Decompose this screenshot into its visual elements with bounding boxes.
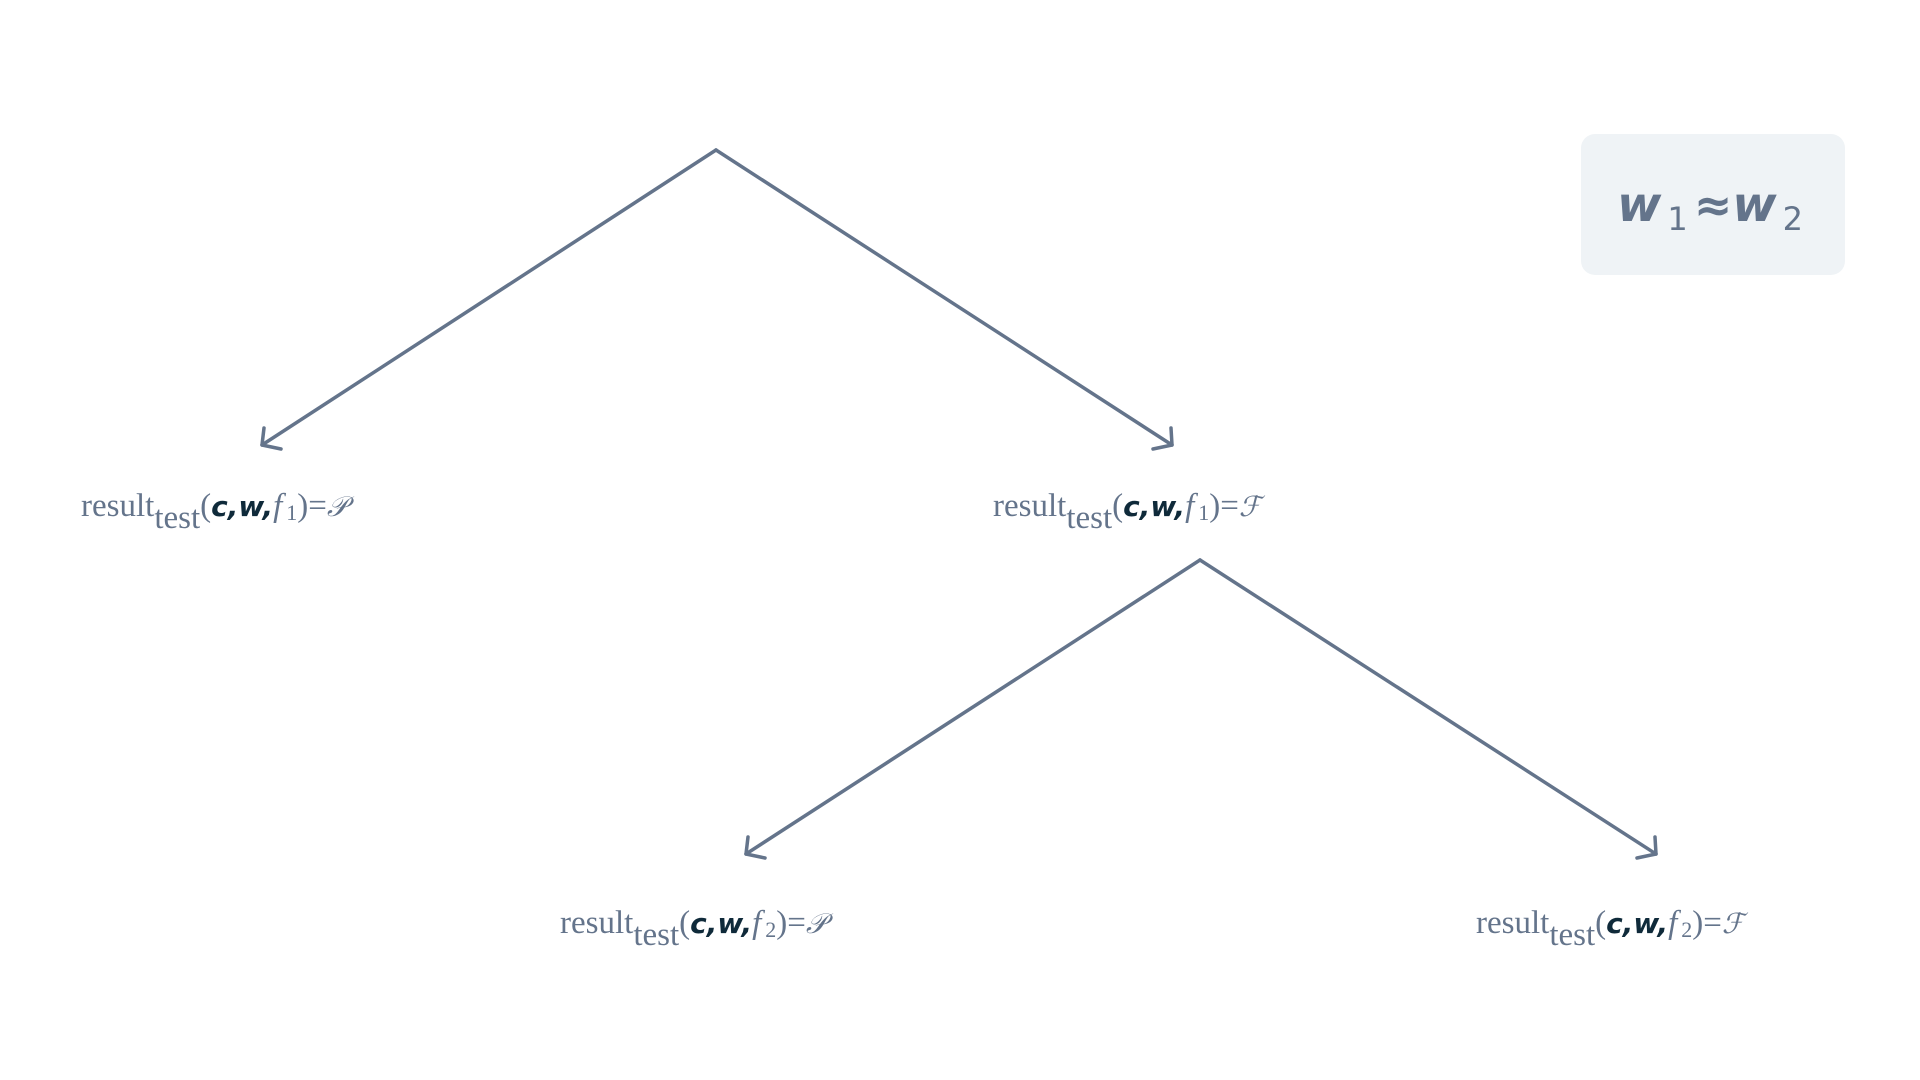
var-f: f (1668, 905, 1678, 941)
var-w: w (717, 907, 742, 940)
var-w: w (1150, 490, 1175, 523)
var-f: f (273, 488, 283, 524)
arrowhead-sub-left (744, 835, 767, 860)
condition-rhs: w (1732, 176, 1777, 233)
equals: = (1220, 488, 1239, 524)
function-name: result (1476, 905, 1550, 941)
f-index: 2 (765, 917, 777, 942)
f-index: 2 (1681, 917, 1693, 942)
condition-lhs: w (1617, 176, 1662, 233)
result-value: ℱ (1238, 490, 1261, 523)
function-subscript: test (1066, 500, 1113, 536)
edge-root-right (714, 148, 1174, 447)
condition-lhs-index: 1 (1667, 199, 1688, 238)
var-c: c (1606, 907, 1623, 940)
condition-rhs-index: 2 (1782, 199, 1803, 238)
f-index: 1 (1198, 500, 1210, 525)
equals: = (787, 905, 806, 941)
var-c: c (690, 907, 707, 940)
var-c: c (211, 490, 228, 523)
f-index: 1 (286, 500, 298, 525)
equals: = (1703, 905, 1722, 941)
var-w: w (238, 490, 263, 523)
edge-root-left (260, 148, 718, 447)
function-subscript: test (1549, 917, 1596, 953)
arrowhead-root-left (260, 426, 283, 451)
var-w: w (1633, 907, 1658, 940)
equals: = (308, 488, 327, 524)
function-name: result (560, 905, 634, 941)
arrowhead-root-right (1151, 426, 1174, 451)
var-f: f (752, 905, 762, 941)
function-name: result (81, 488, 155, 524)
arrowhead-sub-right (1635, 835, 1658, 860)
var-c: c (1123, 490, 1140, 523)
function-subscript: test (154, 500, 201, 536)
edge-sub-left (744, 558, 1202, 856)
result-value: 𝒫 (326, 490, 348, 523)
edge-sub-right (1198, 558, 1658, 856)
function-subscript: test (633, 917, 680, 953)
var-f: f (1185, 488, 1195, 524)
approx-operator: ≈ (1693, 177, 1733, 232)
function-name: result (993, 488, 1067, 524)
result-value: ℱ (1721, 907, 1744, 940)
result-value: 𝒫 (805, 907, 827, 940)
